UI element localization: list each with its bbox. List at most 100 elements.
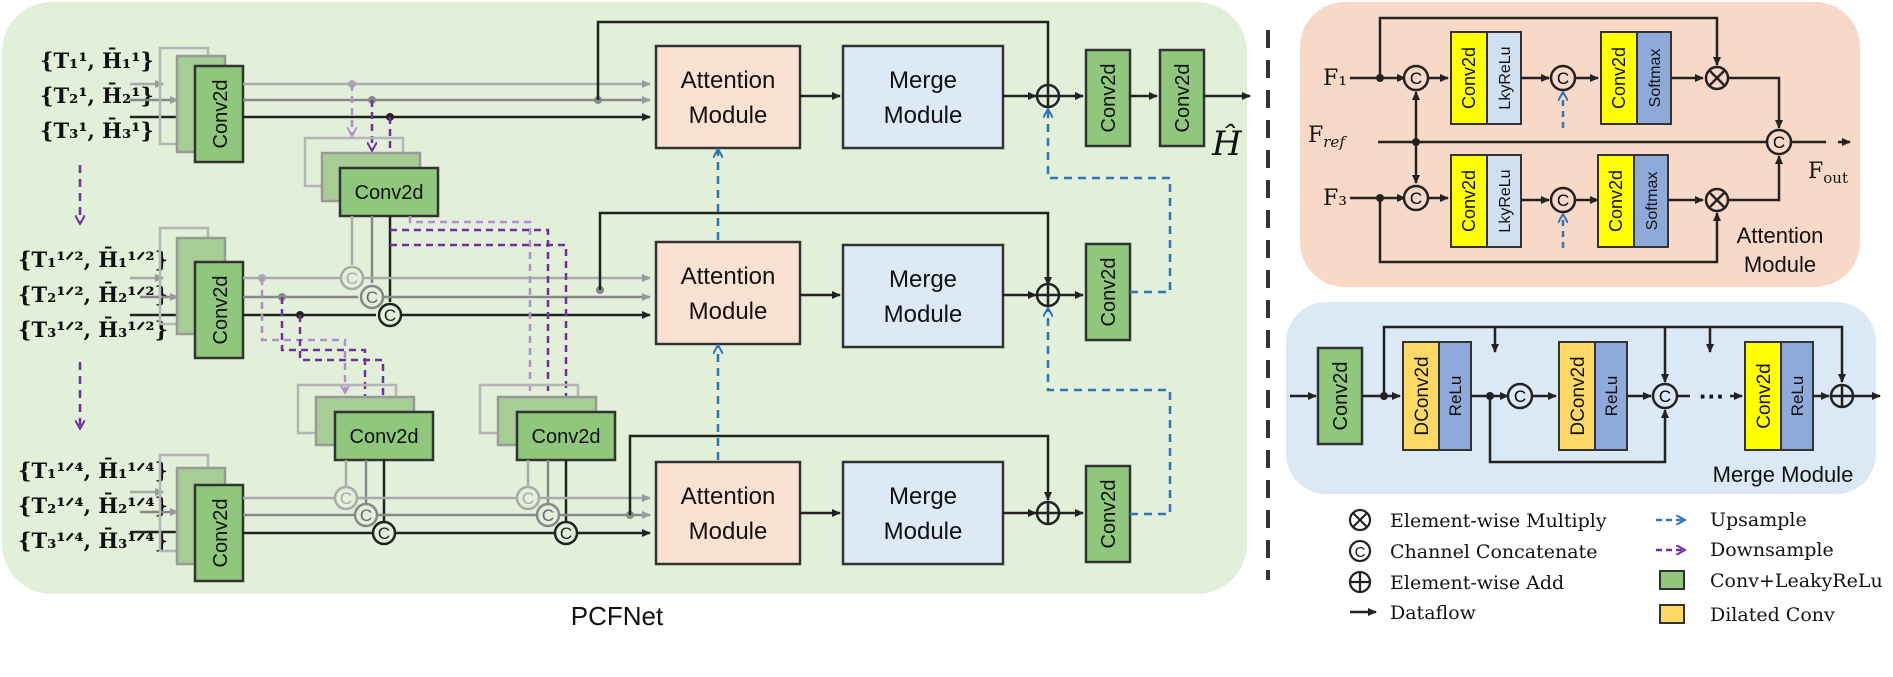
row3-concat-circles-a: C C C	[333, 485, 397, 546]
out-conv-2	[1158, 48, 1206, 148]
att-lkyrelu-bottom	[1486, 154, 1522, 248]
input-scale1-2: {T₂¹, H̄₂¹}	[40, 83, 154, 108]
svg-text:Conv2d: Conv2d	[1459, 170, 1479, 232]
legend-add: Element-wise Add	[1390, 572, 1564, 594]
svg-text:Conv2d: Conv2d	[1098, 480, 1120, 549]
svg-text:Conv2d: Conv2d	[1459, 47, 1479, 109]
svg-text:C: C	[346, 269, 358, 288]
conv-c-stack: Conv2d	[478, 383, 617, 462]
conv-c-label: Conv2d	[532, 426, 601, 448]
svg-text:C: C	[1773, 133, 1785, 152]
att-fout-label: Fout	[1808, 159, 1848, 187]
svg-text:DConv2d: DConv2d	[1568, 356, 1589, 435]
merge-module-2	[841, 243, 1005, 349]
svg-text:Softmax: Softmax	[1647, 49, 1664, 108]
svg-text:C: C	[360, 506, 372, 525]
svg-text:Merge: Merge	[889, 67, 957, 94]
att-output-concat: C	[1765, 128, 1793, 156]
svg-text:Softmax: Softmax	[1644, 172, 1661, 231]
legend: C Element-wise Multiply Channel Concaten…	[1348, 508, 1883, 626]
out-conv-1	[1084, 48, 1132, 148]
merge-dconv-1	[1402, 341, 1440, 451]
row2-conv2d	[193, 260, 245, 360]
input-scale1-1: {T₁¹, H̄₁¹}	[40, 48, 154, 73]
row3-conv-stack: Conv2d	[158, 453, 245, 583]
row1-conv-stack: Conv2d	[158, 46, 245, 164]
svg-text:C: C	[1410, 189, 1422, 208]
svg-text:Conv2d: Conv2d	[1606, 170, 1626, 232]
legend-downsample: Downsample	[1710, 539, 1834, 561]
att-detail-title-2: Module	[1744, 252, 1816, 277]
svg-text:ReLu: ReLu	[1788, 376, 1807, 417]
att-f1-label: F₁	[1323, 66, 1347, 91]
row3-concat-circles-b: C C C	[515, 485, 579, 546]
svg-text:Attention: Attention	[681, 483, 776, 510]
svg-text:C: C	[366, 288, 378, 307]
att-fref-label: Fref	[1308, 123, 1347, 151]
svg-text:C: C	[1557, 69, 1569, 88]
row2-conv-stack: Conv2d	[158, 226, 245, 360]
input-scale3-1: {T₁¹ᐟ⁴, H̄₁¹ᐟ⁴}	[18, 458, 168, 483]
legend-dilated: Dilated Conv	[1710, 604, 1835, 626]
conv-b-label: Conv2d	[350, 426, 419, 448]
merge-conv-last	[1744, 341, 1782, 451]
add-circles	[1035, 83, 1061, 526]
attention-module-2	[654, 240, 802, 346]
conv-a-stack: Conv2d	[303, 136, 440, 218]
svg-text:Merge: Merge	[889, 266, 957, 293]
svg-text:Module: Module	[884, 102, 963, 129]
row1-conv2d	[193, 64, 245, 164]
svg-text:C: C	[384, 306, 396, 325]
svg-text:Conv2d: Conv2d	[1098, 258, 1120, 327]
row2-conv2d-label: Conv2d	[210, 276, 232, 345]
svg-text:Module: Module	[689, 518, 768, 545]
att-concat-circles: C C C C	[1402, 64, 1577, 214]
svg-text:Module: Module	[689, 102, 768, 129]
svg-text:Module: Module	[884, 301, 963, 328]
merge-conv2d	[1316, 346, 1364, 446]
legend-conv-leaky: Conv+LeakyReLu	[1710, 570, 1883, 592]
svg-text:ReLu: ReLu	[1602, 376, 1621, 417]
merge-module-3	[841, 460, 1005, 566]
row2-concat-circles: C C C	[339, 265, 403, 328]
att-detail-title-1: Attention	[1737, 223, 1824, 248]
svg-text:C: C	[542, 506, 554, 525]
svg-text:C: C	[1659, 387, 1671, 406]
output-h-symbol: Ĥ	[1211, 123, 1243, 164]
merge-add-circle	[1829, 383, 1855, 409]
legend-dataflow: Dataflow	[1390, 602, 1477, 624]
svg-text:Conv2d: Conv2d	[1098, 64, 1120, 133]
svg-text:DConv2d: DConv2d	[1412, 356, 1433, 435]
merge-ellipsis: ···	[1699, 381, 1725, 411]
merge-relu-2	[1594, 341, 1628, 451]
svg-text:Conv2d: Conv2d	[1172, 64, 1194, 133]
merge-detail-title: Merge Module	[1713, 462, 1854, 487]
input-scale1-3: {T₃¹, H̄₃¹}	[40, 118, 154, 143]
svg-text:LkyReLu: LkyReLu	[1497, 169, 1514, 232]
svg-text:C: C	[560, 524, 572, 543]
input-scale2-3: {T₃¹ᐟ², H̄₃¹ᐟ²}	[18, 317, 168, 342]
conv-b	[333, 410, 435, 462]
conv-a	[338, 166, 440, 218]
svg-text:Module: Module	[689, 298, 768, 325]
svg-text:C: C	[1410, 69, 1422, 88]
legend-upsample: Upsample	[1710, 509, 1807, 531]
row3-conv2d-label: Conv2d	[210, 499, 232, 568]
att-softmax-top	[1636, 31, 1672, 125]
row1-conv2d-label: Conv2d	[210, 80, 232, 149]
svg-text:C: C	[340, 489, 352, 508]
merge-concat-circles: C C	[1506, 382, 1679, 410]
conv-a-label: Conv2d	[355, 182, 424, 204]
input-scale2-1: {T₁¹ᐟ², H̄₁¹ᐟ²}	[18, 247, 168, 272]
att-multiply-circles	[1704, 65, 1730, 213]
attention-module-3	[654, 460, 802, 566]
svg-text:Attention: Attention	[681, 263, 776, 290]
legend-multiply: Element-wise Multiply	[1390, 510, 1607, 532]
att-f3-label: F₃	[1323, 186, 1347, 211]
svg-text:LkyReLu: LkyReLu	[1497, 46, 1514, 109]
svg-text:Conv2d: Conv2d	[1609, 47, 1629, 109]
svg-text:Module: Module	[884, 518, 963, 545]
svg-text:Conv2d: Conv2d	[1330, 362, 1352, 431]
svg-text:ReLu: ReLu	[1446, 376, 1465, 417]
